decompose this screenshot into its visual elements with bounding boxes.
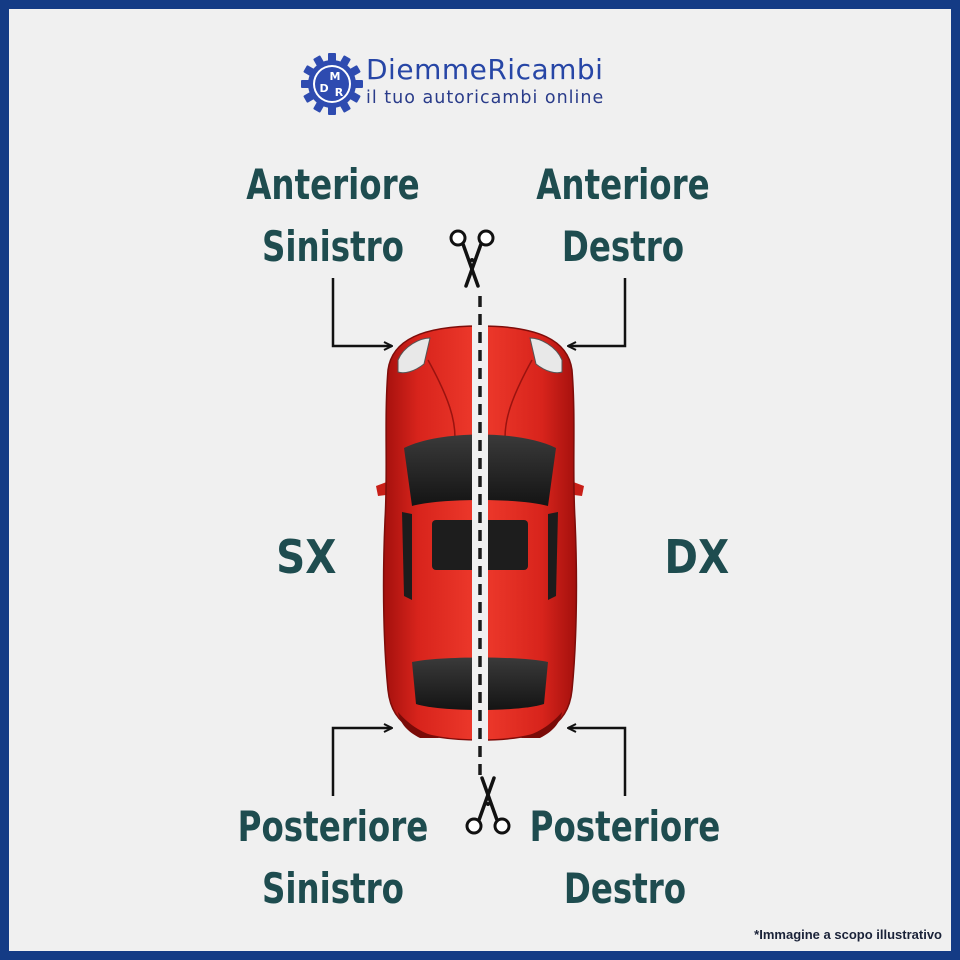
arrow-icon <box>568 728 627 796</box>
disclaimer-note: *Immagine a scopo illustrativo <box>754 927 942 942</box>
label-left-side: SX <box>276 530 337 584</box>
label-front-left: Anteriore Sinistro <box>246 160 420 271</box>
brand-tagline: il tuo autoricambi online <box>366 88 605 108</box>
monogram-d: D <box>319 82 328 95</box>
arrow-icon <box>568 278 627 346</box>
monogram-r: R <box>335 86 344 99</box>
arrow-icon <box>331 728 392 796</box>
brand-text: DiemmeRicambi il tuo autoricambi online <box>366 54 604 110</box>
brand-logo: M D R DiemmeRicambi il tuo autoricambi o… <box>300 52 660 116</box>
label-rear-right: Posteriore Destro <box>529 802 721 913</box>
label-rear-left: Posteriore Sinistro <box>237 802 429 913</box>
label-front-right: Anteriore Destro <box>536 160 710 271</box>
arrow-icon <box>331 278 392 346</box>
scissors-icon <box>449 229 495 288</box>
brand-name: DiemmeRicambi <box>366 53 604 86</box>
monogram-m: M <box>330 70 341 83</box>
scissors-icon <box>465 776 511 835</box>
label-right-side: DX <box>664 530 730 584</box>
gear-logo-icon: M D R <box>301 53 363 115</box>
